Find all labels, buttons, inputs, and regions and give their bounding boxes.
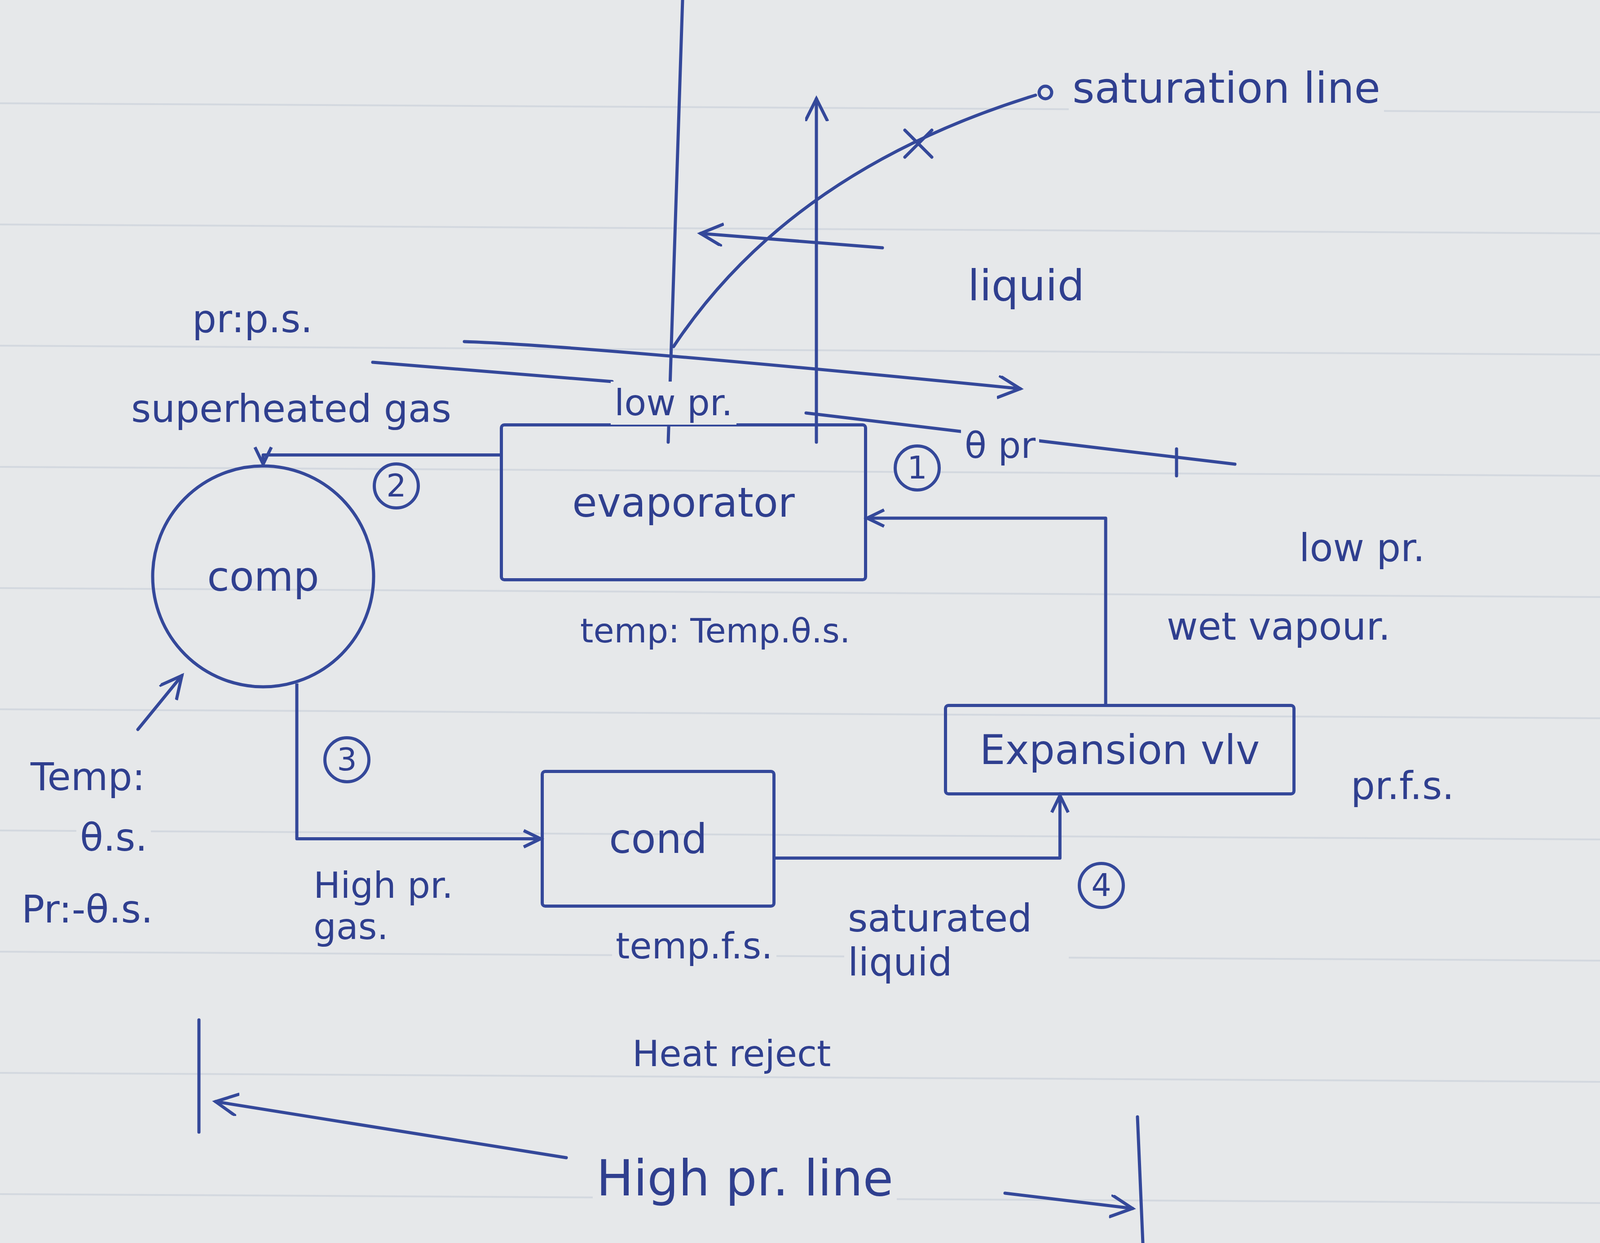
note-label: superheated gas (127, 386, 455, 432)
bracket-tick (197, 1020, 201, 1133)
note-label: wet vapour. (1163, 603, 1395, 650)
note-label: saturation line (1068, 62, 1385, 114)
tick-mark (1175, 449, 1179, 477)
note-label: θ.s. (76, 815, 151, 861)
arrow-head (255, 447, 272, 465)
up-arrow (815, 98, 819, 443)
note-label: pr.f.s. (1347, 763, 1458, 810)
compressor-circle: comp (150, 464, 376, 689)
note-label: temp: Temp.θ.s. (576, 610, 855, 652)
note-label: low pr. (1295, 525, 1429, 572)
left-arrow (700, 233, 883, 248)
note-label: liquid (964, 260, 1089, 312)
note-label: pr:p.s. (188, 296, 317, 343)
curve-end-dot (1039, 86, 1052, 99)
callout-number: 1 (893, 444, 941, 492)
ruled-lines (0, 103, 1600, 1204)
valve-box: Expansion vlv (943, 704, 1296, 796)
flow-connector (255, 447, 500, 465)
circle-outline (152, 466, 374, 688)
leader-arrow (137, 675, 182, 730)
note-label: low pr. (610, 381, 737, 425)
note-label: saturated liquid (844, 895, 1069, 986)
note-label: Pr:-θ.s. (17, 886, 157, 933)
note-label: Heat reject (628, 1032, 835, 1076)
node-text: evaporator (572, 479, 795, 527)
flow-line (296, 683, 541, 839)
note-label: θ pr (960, 424, 1040, 468)
pressure-line (372, 362, 613, 382)
node-text: comp (207, 553, 319, 601)
node-text: cond (608, 815, 708, 863)
arrow-head (1051, 795, 1069, 813)
callout-number: 4 (1077, 862, 1125, 910)
arrow-head (523, 830, 541, 848)
flow-connector (867, 510, 1106, 705)
span-arrow (215, 1101, 567, 1159)
evaporator-box: evaporator (499, 423, 868, 582)
callout-number: 2 (372, 462, 420, 510)
note-label: temp.f.s. (612, 925, 777, 969)
pressure-arrow (464, 341, 1021, 389)
note-label: High pr. line (592, 1149, 897, 1209)
vertical-axis (668, 0, 683, 443)
flow-line (867, 518, 1106, 705)
note-label: High pr. gas. (309, 864, 508, 949)
cross-mark (904, 130, 932, 158)
bracket-tick (1137, 1117, 1143, 1243)
arrow-head (867, 510, 885, 527)
flow-connector (775, 795, 1069, 859)
flow-connector (296, 683, 541, 847)
note-label: Temp: (26, 754, 149, 801)
flow-line (263, 454, 500, 465)
node-text: Expansion vlv (979, 726, 1261, 774)
sketch-lines (137, 0, 1235, 1243)
condenser-box: cond (540, 770, 776, 908)
span-arrow (1004, 1193, 1133, 1209)
callout-number: 3 (323, 736, 371, 784)
flow-line (775, 795, 1060, 859)
